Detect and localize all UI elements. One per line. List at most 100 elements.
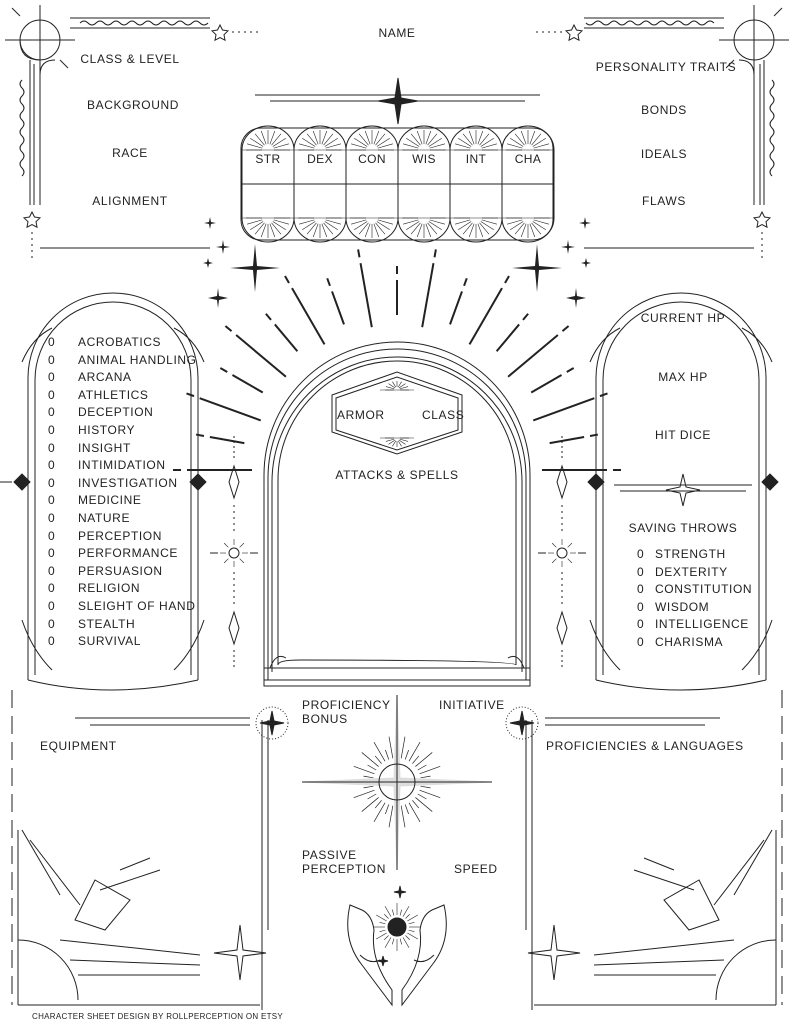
- background-label[interactable]: BACKGROUND: [86, 98, 180, 112]
- max-hp-label[interactable]: MAX HP: [658, 370, 708, 384]
- proficiency-bonus-line-2: BONUS: [302, 712, 348, 726]
- skill-name: STEALTH: [78, 616, 136, 631]
- saving-throw-row[interactable]: 0 CONSTITUTION: [637, 581, 752, 599]
- hit-dice-label[interactable]: HIT DICE: [655, 428, 711, 442]
- bottom-center-lines: [261, 694, 533, 1010]
- proficiency-bonus-label[interactable]: PROFICIENCY BONUS: [302, 698, 391, 726]
- sparkle-icon: [377, 77, 419, 125]
- skill-name: PERSUASION: [78, 563, 163, 578]
- proficiency-marker[interactable]: 0: [48, 370, 56, 385]
- ability-dex[interactable]: DEX: [307, 152, 333, 166]
- proficiency-marker[interactable]: 0: [48, 475, 56, 490]
- proficiency-marker[interactable]: 0: [637, 564, 645, 579]
- saving-throw-name: DEXTERITY: [655, 564, 728, 579]
- proficiency-bonus-line-1: PROFICIENCY: [302, 698, 391, 712]
- sparkles: [203, 217, 591, 308]
- proficiency-marker[interactable]: 0: [637, 617, 645, 632]
- proficiency-marker[interactable]: 0: [48, 422, 56, 437]
- saving-throw-name: CHARISMA: [655, 634, 724, 649]
- proficiency-marker[interactable]: 0: [48, 634, 56, 649]
- proficiency-marker[interactable]: 0: [48, 387, 56, 402]
- bottom-left-corner: [11, 690, 267, 1006]
- class-level-label[interactable]: CLASS & LEVEL: [80, 52, 180, 66]
- skill-row[interactable]: 0 STEALTH: [48, 616, 197, 634]
- saving-throw-row[interactable]: 0 DEXTERITY: [637, 564, 752, 582]
- proficiency-marker[interactable]: 0: [48, 598, 56, 613]
- alignment-label[interactable]: ALIGNMENT: [92, 194, 168, 208]
- speed-label[interactable]: SPEED: [454, 862, 498, 876]
- proficiency-marker[interactable]: 0: [637, 582, 645, 597]
- proficiency-marker[interactable]: 0: [48, 352, 56, 367]
- name-ornament: [255, 77, 540, 125]
- equipment-label[interactable]: EQUIPMENT: [40, 739, 117, 753]
- proficiency-marker[interactable]: 0: [48, 335, 56, 349]
- proficiency-marker[interactable]: 0: [48, 440, 56, 455]
- personality-traits-label[interactable]: PERSONALITY TRAITS: [595, 60, 737, 74]
- ability-str[interactable]: STR: [255, 152, 281, 166]
- race-label[interactable]: RACE: [112, 146, 148, 160]
- bonds-label[interactable]: BONDS: [641, 103, 687, 117]
- attacks-spells-label[interactable]: ATTACKS & SPELLS: [335, 468, 459, 482]
- initiative-label[interactable]: INITIATIVE: [439, 698, 505, 712]
- ideals-label[interactable]: IDEALS: [640, 147, 688, 161]
- ability-int[interactable]: INT: [465, 152, 487, 166]
- proficiency-marker[interactable]: 0: [48, 546, 56, 561]
- skill-name: ACROBATICS: [78, 335, 162, 349]
- proficiency-marker[interactable]: 0: [48, 581, 56, 596]
- proficiency-marker[interactable]: 0: [48, 458, 56, 473]
- current-hp-label[interactable]: CURRENT HP: [640, 311, 726, 325]
- star-icon: [22, 210, 42, 229]
- armor-label[interactable]: ARMOR: [337, 408, 385, 422]
- skill-row[interactable]: 0 INSIGHT: [48, 440, 197, 458]
- ability-boxes: [240, 125, 555, 243]
- ability-cha[interactable]: CHA: [514, 152, 542, 166]
- central-arch: [263, 341, 531, 687]
- proficiency-marker[interactable]: 0: [637, 634, 645, 649]
- skill-row[interactable]: 0 PERSUASION: [48, 563, 197, 581]
- passive-perception-line-1: PASSIVE: [302, 848, 357, 862]
- passive-perception-label[interactable]: PASSIVE PERCEPTION: [302, 848, 386, 876]
- hands-holding-orb: [347, 885, 447, 1007]
- skill-row[interactable]: 0 ACROBATICS: [48, 334, 197, 352]
- proficiency-marker[interactable]: 0: [48, 528, 56, 543]
- proficiency-marker[interactable]: 0: [637, 599, 645, 614]
- ability-wis[interactable]: WIS: [412, 152, 436, 166]
- saving-throw-row[interactable]: 0 INTELLIGENCE: [637, 616, 752, 634]
- proficiency-marker[interactable]: 0: [48, 616, 56, 631]
- proficiency-marker[interactable]: 0: [48, 493, 56, 508]
- proficiency-marker[interactable]: 0: [48, 405, 56, 420]
- ability-con[interactable]: CON: [358, 152, 386, 166]
- saving-throws-label: SAVING THROWS: [628, 521, 738, 535]
- name-label[interactable]: NAME: [378, 26, 416, 40]
- flaws-label[interactable]: FLAWS: [642, 194, 686, 208]
- saving-throw-name: INTELLIGENCE: [655, 617, 749, 632]
- proficiencies-languages-label[interactable]: PROFICIENCIES & LANGUAGES: [546, 739, 744, 753]
- proficiency-marker[interactable]: 0: [48, 563, 56, 578]
- skill-name: INSIGHT: [78, 440, 131, 455]
- top-left-ornament: [5, 5, 258, 258]
- proficiency-marker[interactable]: 0: [48, 510, 56, 525]
- proficiency-marker[interactable]: 0: [637, 547, 645, 561]
- saving-throw-row[interactable]: 0 CHARISMA: [637, 634, 752, 652]
- saving-throw-name: CONSTITUTION: [655, 582, 753, 597]
- footer-credit: CHARACTER SHEET DESIGN BY ROLLPERCEPTION…: [32, 1012, 284, 1021]
- class-label[interactable]: CLASS: [422, 408, 465, 422]
